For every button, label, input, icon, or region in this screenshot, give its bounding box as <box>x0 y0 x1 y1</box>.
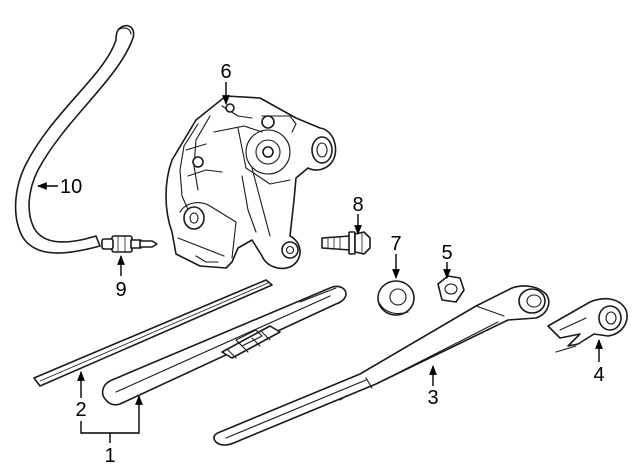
callout-8: 8 <box>352 194 363 216</box>
wiper-motor <box>165 95 337 270</box>
arm-cover-cap <box>547 297 628 353</box>
callout-2: 2 <box>75 399 86 421</box>
callout-3: 3 <box>427 387 438 409</box>
callout-7: 7 <box>390 233 401 255</box>
hex-nut <box>437 275 465 303</box>
hose-connector <box>101 235 158 253</box>
callout-6: 6 <box>220 61 231 83</box>
callout-10: 10 <box>60 176 82 198</box>
mounting-bolt <box>321 231 371 255</box>
washer <box>377 280 415 316</box>
leader-lines <box>37 82 603 443</box>
callout-5: 5 <box>441 242 452 264</box>
washer-hose <box>14 24 135 254</box>
callout-1: 1 <box>104 445 115 467</box>
wiper-arm <box>213 285 550 446</box>
callout-4: 4 <box>593 364 604 386</box>
wiper-blade-assembly <box>101 285 347 406</box>
callout-9: 9 <box>115 279 126 301</box>
wiper-blade-insert <box>33 279 273 387</box>
